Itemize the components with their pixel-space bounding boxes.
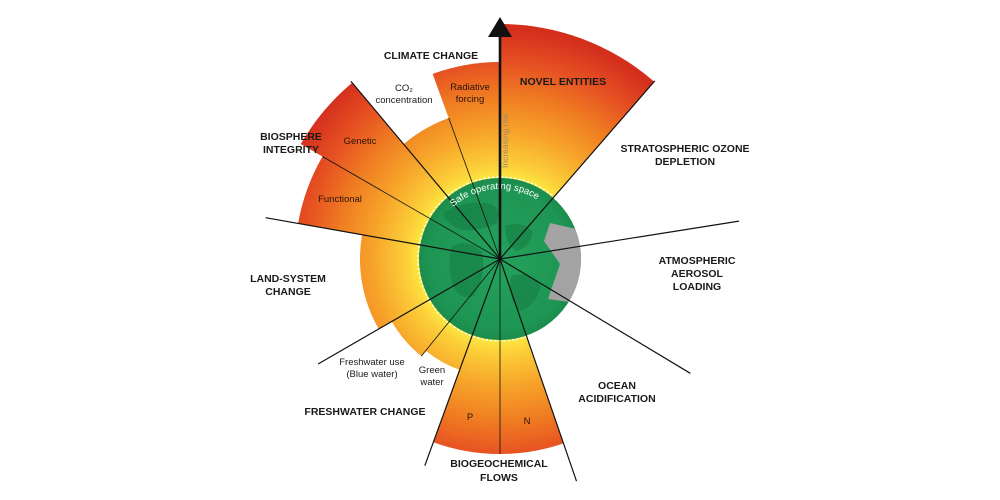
stratospheric-ozone-label-1: STRATOSPHERIC OZONE <box>620 143 749 155</box>
co2-concentration-label-1: CO₂ <box>395 83 413 94</box>
stratospheric-ozone-label-2: DEPLETION <box>655 156 715 168</box>
land-system-change-label-1: LAND-SYSTEM <box>250 273 326 285</box>
divider-co2-radiative <box>448 117 501 260</box>
divider-climate-biosphere <box>350 80 501 260</box>
biosphere-integrity-label-1: BIOSPHERE <box>260 131 322 143</box>
climate-change-label: CLIMATE CHANGE <box>384 50 478 62</box>
atmospheric-aerosol-label-1: ATMOSPHERIC <box>659 255 736 267</box>
divider-blue-green <box>420 258 501 357</box>
divider-ozone-novel <box>499 80 656 260</box>
divider-genetic-functional <box>322 156 501 260</box>
land-system-change-label-2: CHANGE <box>265 286 311 298</box>
novel-entities-label: NOVEL ENTITIES <box>520 76 606 88</box>
atmospheric-aerosol-label-2: AEROSOL <box>671 268 724 280</box>
divider-land-freshwater <box>317 258 501 365</box>
biogeochemical-flows-label-2: FLOWS <box>480 472 518 484</box>
biogeochemical-flows-label-1: BIOGEOCHEMICAL <box>450 458 548 470</box>
genetic-label: Genetic <box>344 136 377 147</box>
divider-ocean-aerosol <box>499 258 691 374</box>
increasing-risk-arrow <box>488 17 512 259</box>
unquantified-region <box>544 223 581 302</box>
co2-concentration-label-2: concentration <box>375 95 432 106</box>
freshwater-use-label-1: Freshwater use <box>339 357 404 368</box>
freshwater-change-label: FRESHWATER CHANGE <box>304 406 425 418</box>
divider-aerosol-ozone <box>499 220 740 260</box>
phosphorus-label: P <box>467 412 473 423</box>
biosphere-integrity-label-2: INTEGRITY <box>263 144 319 156</box>
freshwater-use-label-2: (Blue water) <box>346 369 397 380</box>
divider-biosphere-land <box>265 217 501 260</box>
green-water-label-1: Green <box>419 365 445 376</box>
radiative-forcing-label-2: forcing <box>456 94 485 105</box>
increasing-risk-label: Increasing risk <box>500 112 510 168</box>
nitrogen-label: N <box>524 416 531 427</box>
ocean-acidification-label-2: ACIDIFICATION <box>578 393 655 405</box>
ocean-acidification-label-1: OCEAN <box>598 380 636 392</box>
radiative-forcing-label-1: Radiative <box>450 82 490 93</box>
divider-freshwater-biogeo <box>424 258 501 466</box>
functional-label: Functional <box>318 194 362 205</box>
green-water-label-2: water <box>419 377 443 388</box>
divider-biogeo-ocean <box>499 258 578 482</box>
atmospheric-aerosol-label-3: LOADING <box>673 281 721 293</box>
divider-lines <box>265 80 740 482</box>
